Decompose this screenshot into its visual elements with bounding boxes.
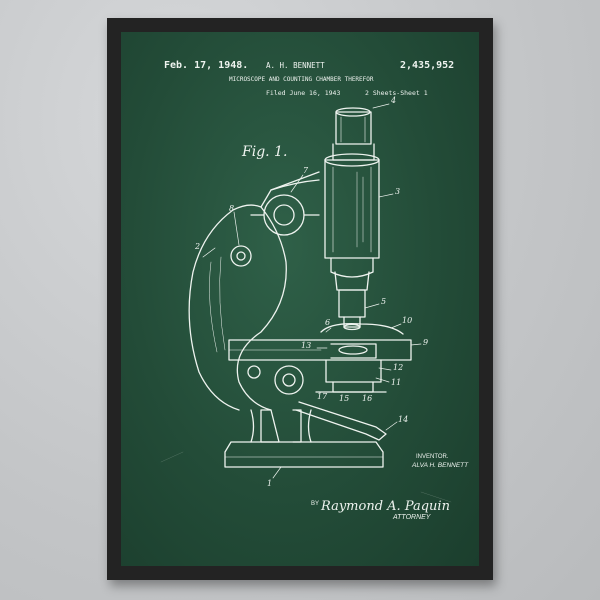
patent-inventor-header: A. H. BENNETT (266, 61, 325, 70)
part-number-label: 2 (195, 242, 201, 251)
patent-sheets: 2 Sheets-Sheet 1 (365, 89, 428, 97)
part-number-label: 14 (398, 415, 409, 424)
part-number-label: 1 (267, 479, 273, 488)
attorney-label: ATTORNEY (393, 514, 431, 521)
part-number-label: 4 (391, 96, 397, 105)
objective-lens (338, 289, 366, 318)
part-number-label: 9 (423, 338, 429, 347)
part-number-label: 6 (325, 318, 331, 327)
coarse-focus-knob (263, 194, 305, 236)
chalkboard-print: Feb. 17, 1948. A. H. BENNETT 2,435,952 M… (121, 32, 479, 566)
microscope-arm (188, 171, 320, 411)
mirror-lever (295, 401, 387, 441)
inventor-name: ALVA H. BENNETT (412, 462, 469, 469)
stage (228, 339, 412, 361)
inventor-label: INVENTOR. (416, 454, 449, 460)
patent-number: 2,435,952 (400, 60, 455, 71)
condenser (325, 359, 382, 383)
part-number-label: 10 (402, 316, 413, 325)
stage-knob (274, 365, 304, 395)
patent-title: MICROSCOPE AND COUNTING CHAMBER THEREFOR (229, 76, 374, 83)
part-number-label: 16 (362, 394, 373, 403)
part-number-label: 12 (393, 363, 404, 372)
patent-date: Feb. 17, 1948. (164, 60, 249, 71)
part-number-label: 5 (381, 297, 387, 306)
fine-focus-knob (230, 245, 252, 267)
part-number-label: 8 (229, 204, 235, 213)
part-number-label: 15 (339, 394, 350, 403)
attorney-signature: Raymond A. Paquin (321, 499, 450, 514)
part-number-label: 3 (395, 187, 401, 196)
part-number-label: 13 (301, 341, 312, 350)
microscope-drawing (160, 103, 452, 503)
figure-label: Fig. 1. (242, 144, 288, 160)
eyepiece (335, 111, 372, 145)
body-tube (324, 159, 380, 259)
part-number-label: 11 (391, 378, 402, 387)
part-number-label: 17 (317, 392, 328, 401)
microscope-base (224, 441, 384, 468)
part-number-label: 7 (303, 166, 309, 175)
by-label: BY (311, 501, 320, 507)
patent-filed-date: Filed June 16, 1943 (266, 89, 341, 97)
